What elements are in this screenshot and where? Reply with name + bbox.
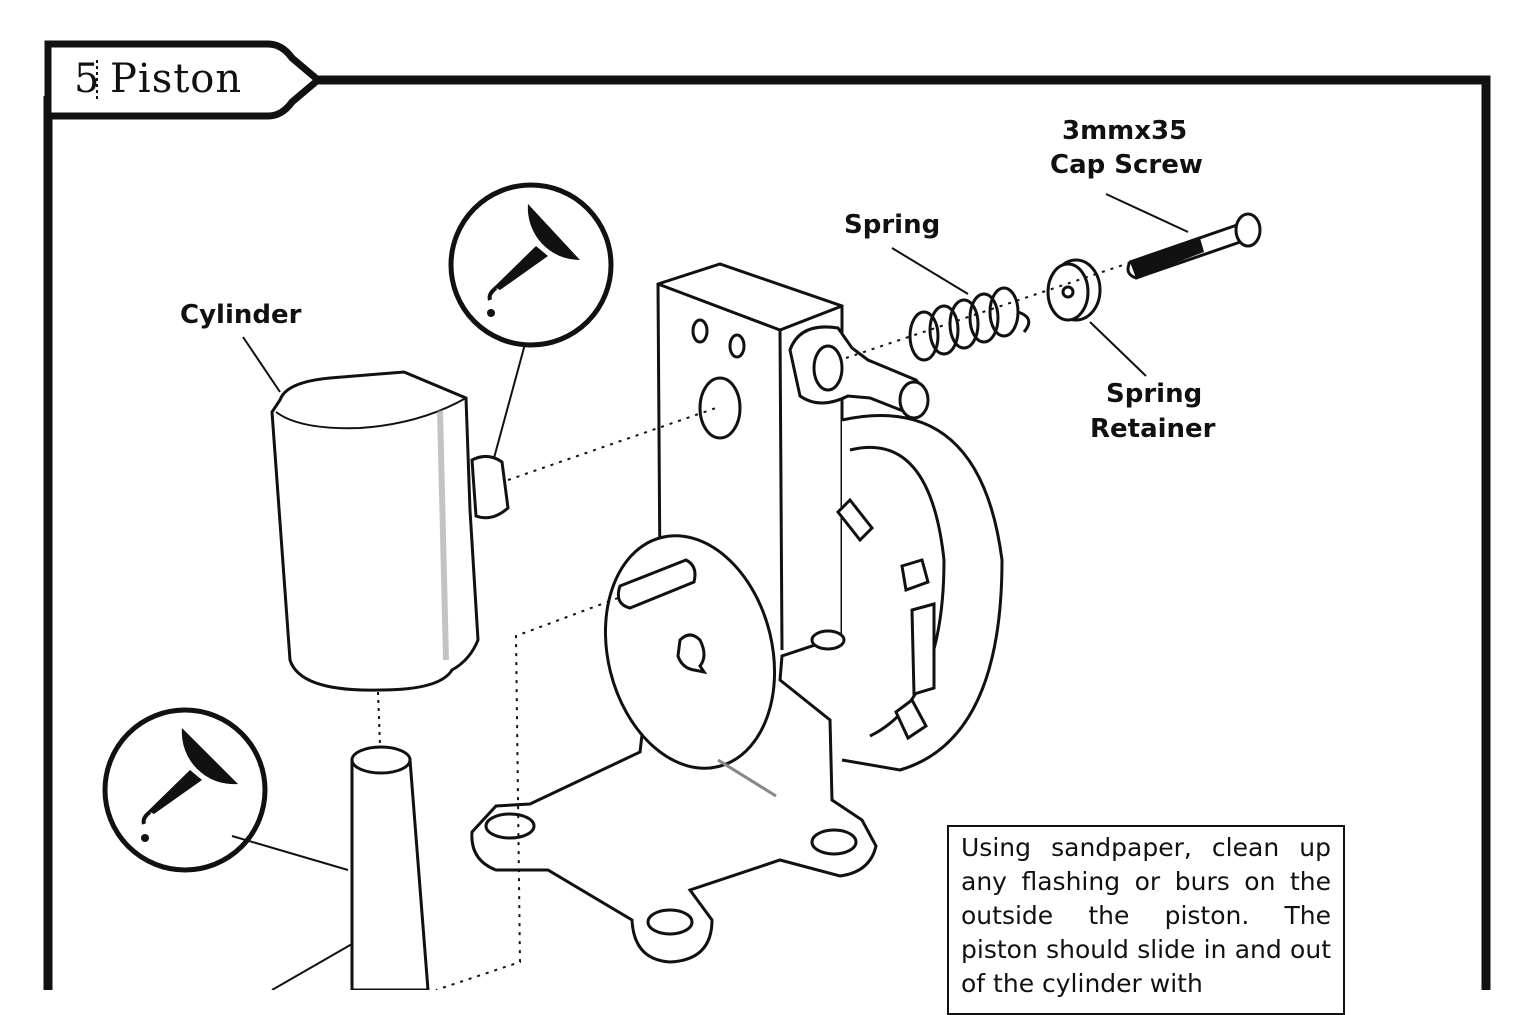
spring-retainer-part <box>1046 258 1147 377</box>
cylinder-part <box>242 336 510 692</box>
nozzle-fitting <box>788 325 930 420</box>
label-cap-screw-size: 3mmx35 <box>1062 116 1187 146</box>
frame <box>43 75 1491 990</box>
label-cylinder: Cylinder <box>180 300 302 330</box>
assembly-guides <box>435 261 1133 990</box>
step-title: Piston <box>110 56 242 102</box>
oil-can-icon <box>102 707 349 873</box>
cap-screw-part <box>1105 193 1262 280</box>
label-spring-retainer-1: Spring <box>1106 379 1202 409</box>
engine-frame <box>470 262 1004 964</box>
assembly-diagram: 5 Piston <box>43 40 1491 990</box>
step-title-tab: 5 Piston <box>44 40 324 120</box>
label-spring-retainer-2: Retainer <box>1090 414 1216 444</box>
label-spring: Spring <box>844 210 940 240</box>
instruction-note: Using sandpaper, clean up any flashing o… <box>947 825 1345 1015</box>
oil-can-icon <box>448 182 614 459</box>
step-number: 5 <box>74 56 99 102</box>
spring-part <box>891 247 1031 362</box>
label-cap-screw: Cap Screw <box>1050 150 1203 180</box>
piston-part <box>271 691 430 990</box>
